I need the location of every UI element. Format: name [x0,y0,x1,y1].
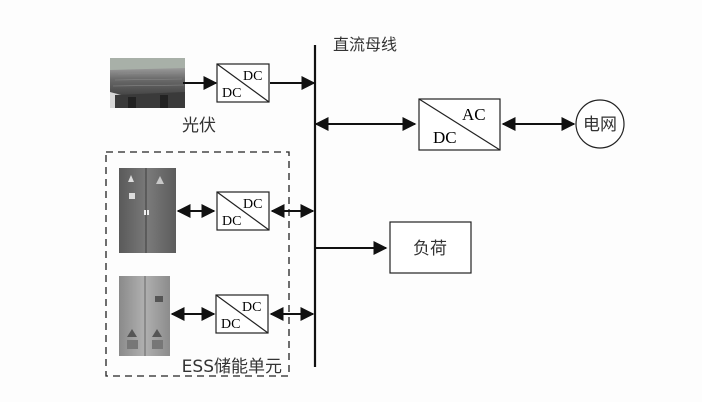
ess1-dcdc-converter: DC DC [216,191,270,231]
ess-label: ESS储能单元 [182,357,282,377]
load-label: 负荷 [413,239,447,259]
grid-node: 电网 [575,99,625,149]
pv-label: 光伏 [182,116,216,136]
converter-bottom-label: DC [433,128,457,147]
converter-top-label: DC [243,69,262,84]
ess-unit-boundary [105,151,290,377]
pv-panel-icon [110,58,185,108]
converter-top-label: DC [243,197,262,212]
grid-label: 电网 [583,115,617,135]
pv-dcdc-converter: DC DC [216,63,270,103]
load-box: 负荷 [389,221,472,274]
grid-acdc-converter: AC DC [418,98,501,151]
converter-bottom-label: DC [221,317,240,332]
dc-bus-label: 直流母线 [333,35,397,54]
converter-bottom-label: DC [222,214,241,229]
converter-top-label: DC [242,300,261,315]
battery-cabinet-2-icon [119,276,170,356]
ess2-dcdc-converter: DC DC [215,294,269,334]
converter-bottom-label: DC [222,86,241,101]
battery-cabinet-1-icon [119,168,176,253]
converter-top-label: AC [462,105,486,124]
